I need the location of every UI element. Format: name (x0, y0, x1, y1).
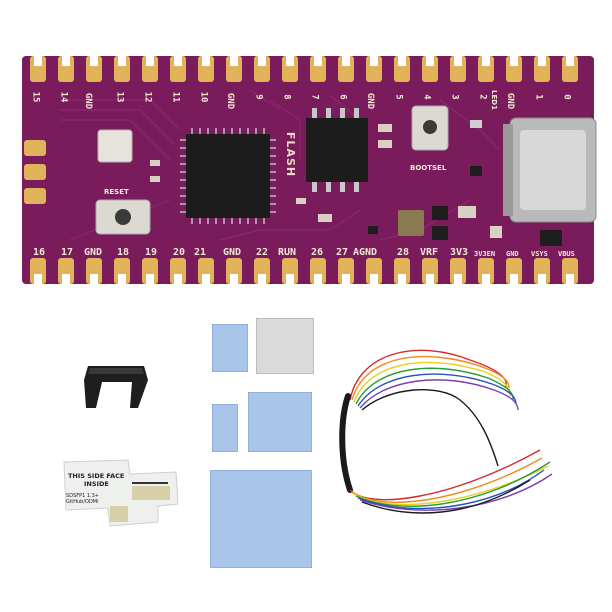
top-pin-label: 0 (561, 94, 572, 100)
bottom-pin-label: VRF (420, 247, 439, 258)
bottom-pin-label: 28 (397, 247, 410, 258)
thermal-pad-small (212, 324, 248, 372)
top-pin-label: 13 (114, 91, 125, 103)
bottom-pin-label: 3V3 (450, 247, 469, 258)
top-pin-label: 14 (58, 91, 69, 103)
top-pin-label: GND (365, 92, 376, 110)
top-pin-label: 3 (449, 94, 460, 100)
top-pin-label: GND (505, 92, 516, 110)
bottom-pin-label: GND (223, 247, 242, 258)
bottom-pad-holes (34, 274, 574, 284)
top-pin-label: 7 (309, 94, 320, 100)
thermal-pad-large (210, 470, 312, 568)
wire-harness (339, 349, 553, 514)
top-pin-label: 15 (30, 91, 41, 103)
top-pad-holes (34, 56, 574, 66)
top-pin-label: 2 (477, 94, 488, 100)
bottom-pin-label: 18 (117, 247, 130, 258)
mcu-chip (186, 134, 270, 218)
mcu-pins (180, 128, 276, 224)
bottom-pin-label: 27 (336, 247, 349, 258)
bottom-pin-label: 22 (256, 247, 269, 258)
bottom-pin-label: VSYS (531, 250, 548, 258)
flash-pins (312, 108, 359, 192)
top-pin-label: GND (83, 92, 94, 110)
board-traces (60, 89, 501, 241)
top-pin-label: 11 (170, 91, 181, 103)
card-text-line1: THIS SIDE FACE (68, 472, 125, 480)
usb-c-flange (503, 124, 513, 216)
bottom-pin-label: 16 (33, 247, 46, 258)
card-text-line2: INSIDE (84, 480, 109, 488)
reset-label: RESET (104, 188, 129, 196)
thermal-pad-gray (256, 318, 314, 374)
thermal-pad-medium (248, 392, 312, 452)
thermal-pad-strip (212, 404, 238, 452)
bottom-pin-label: VBUS (558, 250, 575, 258)
adapter-card-outline (63, 459, 179, 527)
flash-label: FLASH (284, 131, 298, 178)
card-text-line4: GitHub/ODMi (66, 499, 99, 505)
crystal (97, 129, 133, 163)
regulator (398, 210, 424, 236)
top-pin-label: 6 (337, 94, 348, 100)
bootsel-label: BOOTSEL (410, 164, 447, 172)
bottom-pin-label: 19 (145, 247, 158, 258)
top-pin-label: 10 (198, 91, 209, 103)
black-clip (84, 366, 148, 408)
card-text-line3: SDSFP1 1.3+ (66, 493, 100, 499)
top-pin-label: 9 (253, 94, 264, 100)
pcb-board (22, 56, 597, 284)
top-pin-label: 4 (421, 94, 432, 100)
bottom-pin-label: 26 (311, 247, 324, 258)
reset-button-cap (115, 209, 131, 225)
top-pin-label: 12 (142, 91, 153, 103)
bottom-pin-label: 17 (61, 247, 74, 258)
top-pin-label: 8 (281, 94, 292, 100)
debug-pads (24, 140, 46, 204)
bottom-pin-label: 3V3EN (474, 250, 496, 258)
bootsel-button-cap (423, 120, 437, 134)
flash-chip (306, 118, 368, 182)
bottom-pin-label: RUN (278, 247, 297, 258)
led-label: LED1 (489, 90, 498, 110)
top-pin-label: GND (225, 92, 236, 110)
top-pin-label: 1 (533, 94, 544, 100)
bottom-pin-label: AGND (353, 247, 378, 258)
bottom-pin-label: 21 (194, 247, 207, 258)
adapter-card: THIS SIDE FACE INSIDE SDSFP1 1.3+ GitHub… (62, 458, 182, 528)
heat-shrink (339, 393, 353, 493)
bottom-pin-label: GND (506, 250, 519, 258)
bottom-pin-label: 20 (173, 247, 186, 258)
usb-c-face (520, 130, 586, 210)
bottom-pin-label: GND (84, 247, 103, 258)
top-pin-label: 5 (393, 94, 404, 100)
smd-components (150, 120, 562, 246)
